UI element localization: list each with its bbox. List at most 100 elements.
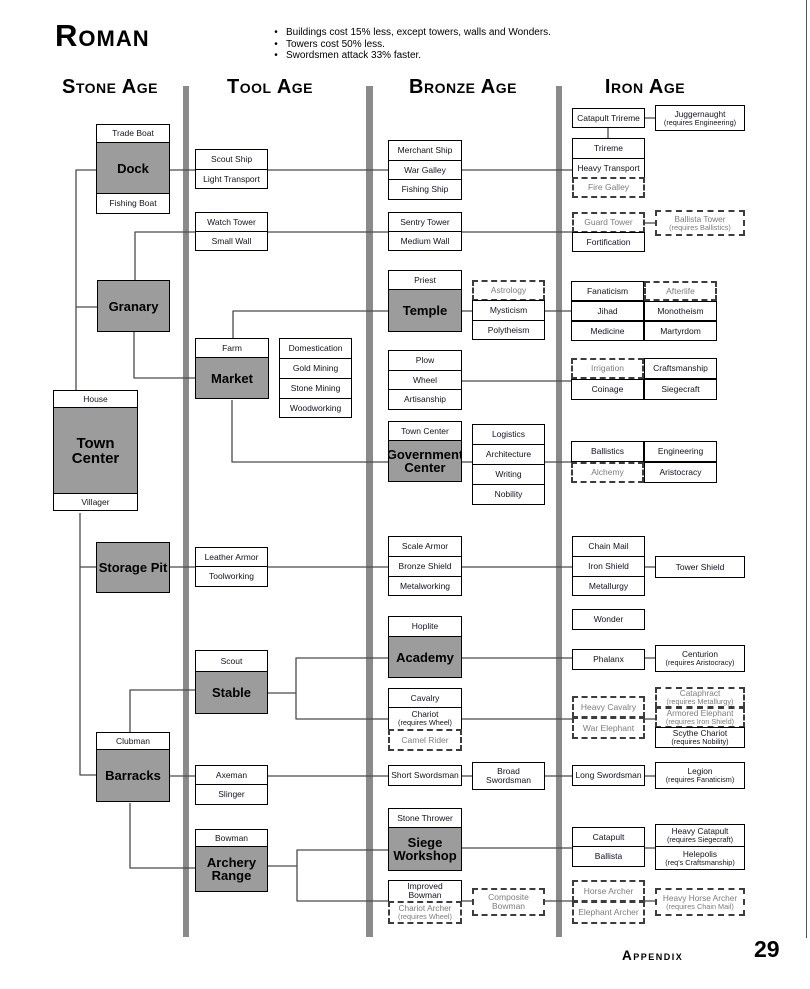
age-header-stone-age: Stone Age: [62, 76, 158, 98]
bullet-icon: •: [274, 27, 278, 38]
node-legion: Legion(requires Fanaticism): [655, 762, 745, 789]
node-composite-bowman: Composite Bowman: [472, 888, 545, 916]
box-small-wall: Small Wall: [195, 231, 268, 251]
box-elephant-archer: Elephant Archer: [572, 901, 645, 924]
box-ballista: Ballista: [572, 846, 645, 867]
node-phalanx: Phalanx: [572, 649, 645, 670]
box-ballistics: Ballistics: [571, 441, 644, 462]
box-irrigation: Irrigation: [571, 358, 644, 379]
box-martyrdom: Martyrdom: [644, 321, 717, 341]
box-chariot-archer: Chariot Archer(requires Wheel): [388, 901, 462, 924]
box-storage-pit: Storage Pit: [96, 542, 170, 593]
footer-section-label: Appendix: [622, 948, 684, 963]
box-centurion: Centurion(requires Aristocracy): [655, 645, 745, 672]
bonus-text: Towers cost 50% less.: [286, 38, 385, 50]
node-catapult-trireme: Catapult Trireme: [572, 108, 645, 128]
box-juggernaught: Juggernaught(requires Engineering): [655, 105, 745, 131]
bullet-icon: •: [274, 50, 278, 61]
box-broad-swordsman: Broad Swordsman: [472, 762, 545, 790]
box-slinger: Slinger: [195, 784, 268, 805]
node-ballista-tower: Ballista Tower(requires Ballistics): [655, 210, 745, 236]
box-cavalry: Cavalry: [388, 688, 462, 708]
box-siegecraft: Siegecraft: [644, 379, 717, 400]
box-fire-galley: Fire Galley: [572, 177, 645, 198]
box-barracks: Barracks: [96, 749, 170, 802]
box-house: House: [53, 390, 138, 408]
box-wonder: Wonder: [572, 609, 645, 630]
box-fanaticism: Fanaticism: [571, 281, 644, 301]
box-war-elephant: War Elephant: [572, 717, 645, 739]
box-trade-boat: Trade Boat: [96, 124, 170, 143]
box-astrology: Astrology: [472, 280, 545, 301]
box-academy: Academy: [388, 636, 462, 678]
box-town-center: Town Center: [388, 421, 462, 441]
box-chariot: Chariot(requires Wheel): [388, 707, 462, 730]
box-war-galley: War Galley: [388, 160, 462, 180]
box-alchemy: Alchemy: [571, 462, 644, 483]
box-fortification: Fortification: [572, 232, 645, 252]
box-stable: Stable: [195, 671, 268, 714]
box-guard-tower: Guard Tower: [572, 212, 645, 233]
connector: [75, 169, 96, 390]
box-heavy-transport: Heavy Transport: [572, 158, 645, 178]
box-cataphract: Cataphract(requires Metallurgy): [655, 687, 745, 708]
connector: [295, 657, 388, 720]
box-metallurgy: Metallurgy: [572, 576, 645, 596]
page-edge-rule: [806, 0, 807, 938]
box-heavy-horse-archer: Heavy Horse Archer(requires Chain Mail): [655, 888, 745, 916]
box-gold-mining: Gold Mining: [279, 358, 352, 379]
page-number: 29: [754, 936, 780, 962]
box-composite-bowman: Composite Bowman: [472, 888, 545, 916]
box-stone-thrower: Stone Thrower: [388, 808, 462, 828]
box-scout: Scout: [195, 650, 268, 672]
box-armored-elephant: Armored Elephant(requires Iron Shield): [655, 707, 745, 728]
bonus-text: Buildings cost 15% less, except towers, …: [286, 27, 551, 38]
box-improved-bowman: Improved Bowman: [388, 880, 462, 902]
box-town-center: Town Center: [53, 407, 138, 494]
bonus-item: • Buildings cost 15% less, except towers,…: [266, 27, 766, 39]
node-heavy-horse-archer: Heavy Horse Archer(requires Chain Mail): [655, 888, 745, 916]
box-market: Market: [195, 357, 269, 399]
box-hoplite: Hoplite: [388, 616, 462, 637]
box-aristocracy: Aristocracy: [644, 462, 717, 483]
box-writing: Writing: [472, 464, 545, 485]
box-trireme: Trireme: [572, 138, 645, 159]
box-catapult: Catapult: [572, 827, 645, 847]
age-divider-bar: [556, 86, 562, 937]
box-woodworking: Woodworking: [279, 398, 352, 418]
box-scout-ship: Scout Ship: [195, 149, 268, 170]
box-architecture: Architecture: [472, 444, 545, 465]
box-helepolis: Helepolis(req's Craftsmanship): [655, 846, 745, 870]
box-logistics: Logistics: [472, 424, 545, 445]
bonus-item: •Swordsmen attack 33% faster.: [266, 50, 766, 62]
box-light-transport: Light Transport: [195, 169, 268, 189]
node-long-swordsman: Long Swordsman: [572, 765, 645, 786]
box-nobility: Nobility: [472, 484, 545, 505]
box-priest: Priest: [388, 270, 462, 290]
box-wheel: Wheel: [388, 370, 462, 390]
box-heavy-cavalry: Heavy Cavalry: [572, 696, 645, 718]
box-farm: Farm: [195, 338, 269, 358]
civilization-title: Roman: [55, 18, 150, 53]
box-long-swordsman: Long Swordsman: [572, 765, 645, 786]
